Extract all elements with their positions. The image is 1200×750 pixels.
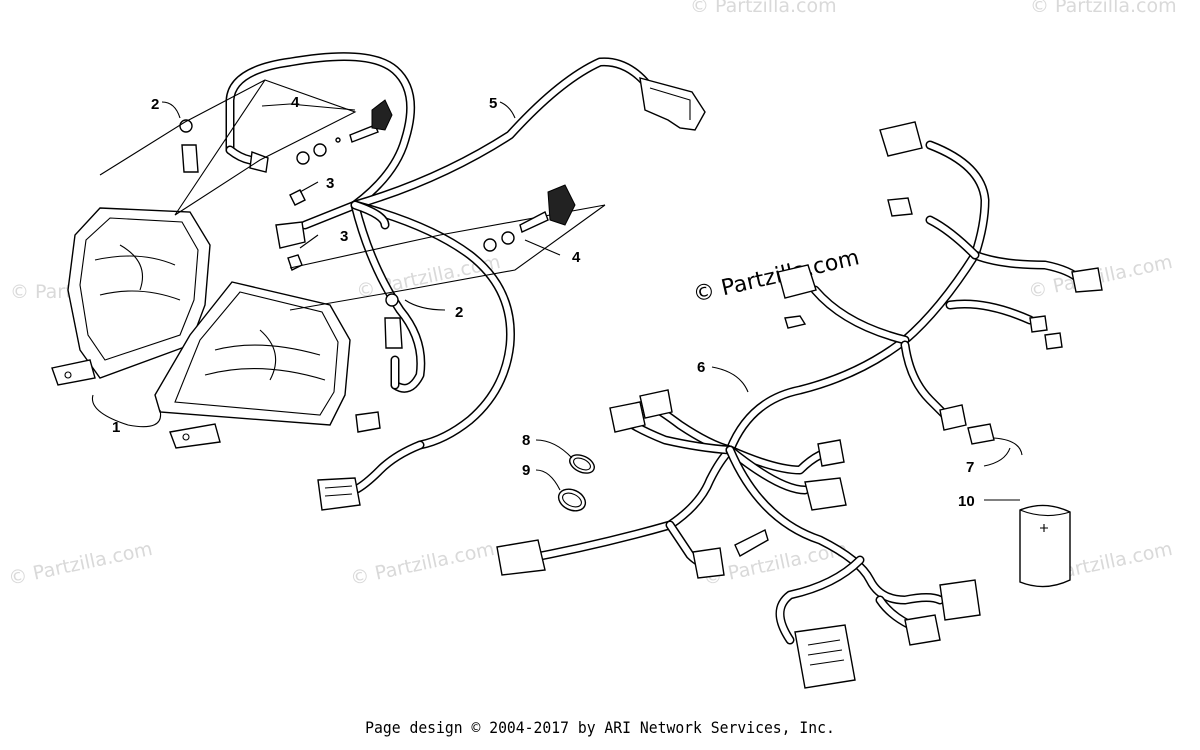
harness-5: [179, 52, 706, 511]
leader-lines: [161, 101, 1020, 501]
harness-6: [496, 121, 1103, 689]
callout-7: 7: [966, 459, 974, 476]
callout-1: 1: [112, 419, 120, 436]
bulb-assembly-lower: [289, 184, 606, 311]
watermark-tile: © Partzilla.com: [348, 538, 496, 590]
callout-4-lower: 4: [572, 249, 581, 266]
callout-8: 8: [522, 432, 530, 449]
watermark-tile: © Partzilla.com: [690, 0, 837, 17]
headlight-left: [51, 207, 211, 386]
watermark-tile: © Partzilla.com: [1026, 251, 1174, 303]
callout-10: 10: [958, 493, 975, 510]
callout-2-upper: 2: [151, 96, 159, 113]
headlight-right: [154, 281, 351, 449]
sleeve-10: [1019, 504, 1071, 588]
callout-5: 5: [489, 95, 497, 112]
watermark-tile: © Partzilla.com: [1030, 0, 1177, 17]
callout-9: 9: [522, 462, 530, 479]
clamps: [557, 454, 595, 512]
watermark-main: © Partzilla.com: [691, 245, 862, 308]
callout-2-lower: 2: [455, 304, 463, 321]
bulb-assembly-upper: [99, 79, 393, 271]
callout-6: 6: [697, 359, 705, 376]
callout-4-upper: 4: [291, 94, 300, 111]
callout-3-upper: 3: [326, 175, 334, 192]
page-footer: Page design © 2004-2017 by ARI Network S…: [365, 718, 835, 737]
callout-3-lower: 3: [340, 228, 348, 245]
watermark-tile: © Partzilla.com: [6, 538, 154, 590]
callout-labels: 1 2 2 3 3 4 4 5 6 7 8 9 10: [112, 94, 975, 510]
